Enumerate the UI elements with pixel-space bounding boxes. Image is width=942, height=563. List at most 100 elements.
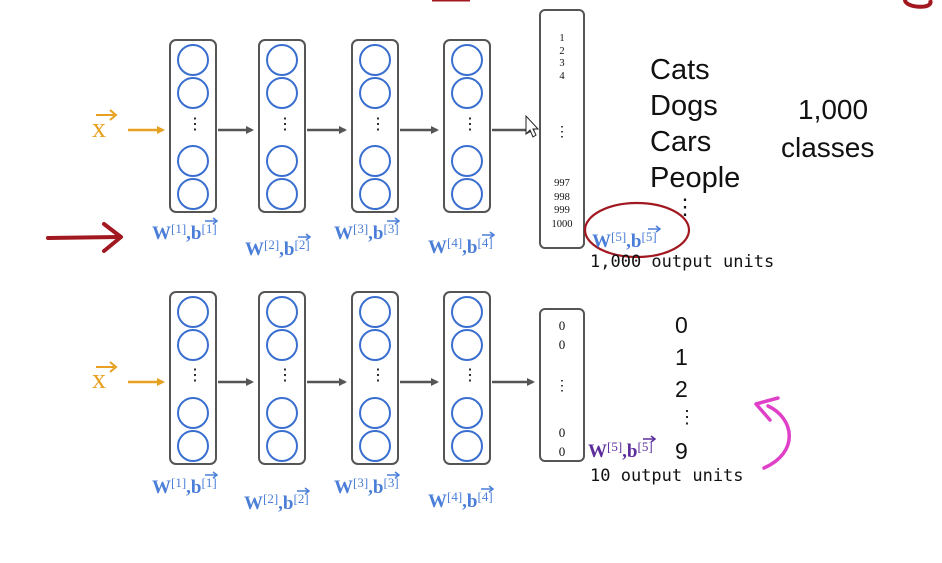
b-vector-arrow-10-head bbox=[650, 435, 657, 443]
b-vector-arrow-5-head bbox=[655, 225, 662, 233]
b-symbol: b bbox=[190, 223, 202, 244]
b-superscript: [2] bbox=[293, 491, 309, 506]
neuron-2-3-2 bbox=[359, 329, 391, 361]
class-dogs: Dogs bbox=[650, 90, 718, 122]
heading-fragment-2 bbox=[903, 0, 933, 9]
output-vector-dots-1: ⋮ bbox=[555, 123, 569, 139]
b-vector-arrow-6-head bbox=[212, 471, 219, 479]
red-pointer-arrow-line bbox=[46, 235, 120, 240]
neuron-1-4-3 bbox=[451, 145, 483, 177]
neuron-2-1-3 bbox=[177, 397, 209, 429]
class-count-number: 1,000 bbox=[798, 94, 869, 125]
vector-entry: 997 bbox=[554, 178, 570, 189]
neuron-2-4-1 bbox=[451, 296, 483, 328]
neuron-2-4-2 bbox=[451, 329, 483, 361]
b-symbol: b bbox=[626, 441, 638, 462]
vector-entry: 3 bbox=[559, 58, 565, 69]
w-superscript: [4] bbox=[447, 489, 463, 504]
magenta-curve-arrow-line bbox=[762, 404, 791, 470]
b-superscript: [1] bbox=[201, 475, 217, 490]
neuron-1-2-3 bbox=[266, 145, 298, 177]
output-vector-bottom-1: 997 998 999 1000 bbox=[540, 177, 584, 231]
neuron-1-1-2 bbox=[177, 77, 209, 109]
input-x-label-2: x bbox=[92, 366, 106, 394]
label-separator: , bbox=[186, 223, 191, 244]
input-x-text-1: x bbox=[92, 113, 106, 144]
b-superscript: [4] bbox=[477, 235, 493, 250]
output-layer-label-2: W[5],b[5] bbox=[588, 440, 653, 461]
layer-dots-2-4: ⋮ bbox=[462, 367, 478, 384]
label-separator: , bbox=[186, 477, 191, 498]
label-separator: , bbox=[462, 237, 467, 258]
label-separator: , bbox=[626, 231, 631, 252]
b-superscript: [3] bbox=[383, 475, 399, 490]
w-superscript: [3] bbox=[353, 221, 369, 236]
digit-1: 1 bbox=[675, 344, 688, 370]
vector-entry: 1000 bbox=[551, 218, 573, 230]
neuron-2-2-1 bbox=[266, 296, 298, 328]
layer-label-1-1: W[1],b[1] bbox=[152, 222, 217, 243]
input-vector-arrowhead-2 bbox=[109, 361, 118, 373]
w-symbol: W bbox=[245, 239, 264, 260]
digit-dots: ⋮ bbox=[678, 407, 696, 427]
digit-2: 2 bbox=[675, 376, 688, 402]
neuron-1-3-3 bbox=[359, 145, 391, 177]
b-symbol: b bbox=[372, 477, 384, 498]
neuron-2-1-1 bbox=[177, 296, 209, 328]
layer-label-2-1: W[1],b[1] bbox=[152, 476, 217, 497]
neuron-1-2-2 bbox=[266, 77, 298, 109]
neuron-1-3-2 bbox=[359, 77, 391, 109]
b-vector-arrow-8-head bbox=[394, 471, 401, 479]
red-circle-annotation bbox=[583, 201, 691, 259]
neuron-1-4-4 bbox=[451, 178, 483, 210]
w-symbol: W bbox=[428, 491, 447, 512]
red-pointer-arrowhead bbox=[102, 222, 123, 253]
output-units-text-1: 1,000 output units bbox=[590, 252, 775, 272]
layer-label-1-2: W[2],b[2] bbox=[245, 238, 310, 259]
neuron-1-3-1 bbox=[359, 44, 391, 76]
neuron-2-3-3 bbox=[359, 397, 391, 429]
output-vector-top-1: 1 2 3 4 bbox=[540, 33, 584, 83]
w-symbol: W bbox=[588, 441, 607, 462]
neuron-1-2-4 bbox=[266, 178, 298, 210]
output-vector-dots-2: ⋮ bbox=[555, 377, 569, 393]
w-superscript: [1] bbox=[171, 221, 187, 236]
layer-label-2-2: W[2],b[2] bbox=[244, 492, 309, 513]
neuron-2-1-2 bbox=[177, 329, 209, 361]
class-cars: Cars bbox=[650, 126, 712, 158]
b-superscript: [5] bbox=[641, 229, 657, 244]
w-superscript: [1] bbox=[171, 475, 187, 490]
output-vector-bottom-2: 0 0 bbox=[540, 423, 584, 461]
neuron-2-3-1 bbox=[359, 296, 391, 328]
b-superscript: [5] bbox=[637, 439, 653, 454]
layer-label-1-3: W[3],b[3] bbox=[334, 222, 399, 243]
b-vector-arrow-9-head bbox=[488, 485, 495, 493]
input-x-label-1: x bbox=[92, 115, 106, 143]
w-symbol: W bbox=[152, 223, 171, 244]
label-separator: , bbox=[278, 493, 283, 514]
neuron-1-3-4 bbox=[359, 178, 391, 210]
b-vector-arrow-2-head bbox=[305, 233, 312, 241]
b-symbol: b bbox=[466, 491, 478, 512]
output-layer-label-1: W[5],b[5] bbox=[592, 230, 657, 251]
b-vector-arrow-4-head bbox=[489, 231, 496, 239]
neuron-2-2-3 bbox=[266, 397, 298, 429]
w-superscript: [2] bbox=[263, 491, 279, 506]
neuron-1-1-1 bbox=[177, 44, 209, 76]
b-vector-arrow-7-head bbox=[304, 487, 311, 495]
w-symbol: W bbox=[428, 237, 447, 258]
neuron-2-2-2 bbox=[266, 329, 298, 361]
w-superscript: [4] bbox=[447, 235, 463, 250]
neuron-1-2-1 bbox=[266, 44, 298, 76]
b-symbol: b bbox=[372, 223, 384, 244]
vector-entry: 0 bbox=[558, 444, 566, 459]
layer-dots-2-2: ⋮ bbox=[277, 367, 293, 384]
neuron-2-4-4 bbox=[451, 430, 483, 462]
neuron-1-4-1 bbox=[451, 44, 483, 76]
vector-entry: 0 bbox=[558, 425, 566, 440]
layer-dots-2-1: ⋮ bbox=[187, 367, 203, 384]
b-superscript: [3] bbox=[383, 221, 399, 236]
class-dots: ⋮ bbox=[674, 194, 696, 219]
